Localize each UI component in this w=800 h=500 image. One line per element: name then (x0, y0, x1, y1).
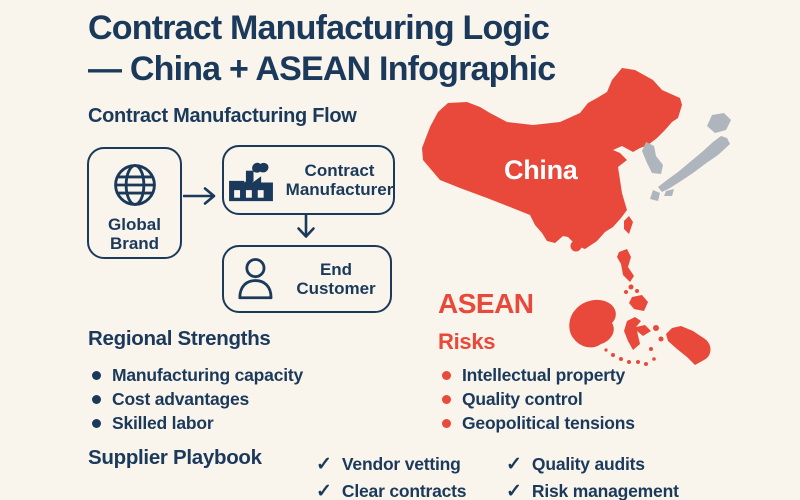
playbook-item: ✓ Quality audits (506, 453, 645, 475)
maluku-island (653, 325, 659, 331)
sunda-island (619, 357, 623, 361)
bullet-dot (442, 418, 451, 428)
page-title: Contract Manufacturing Logic — China + A… (88, 8, 556, 90)
sunda-island (652, 357, 656, 361)
bullet-dot (92, 418, 101, 428)
korea-shape (642, 142, 663, 174)
bullet-dot (442, 394, 451, 404)
japan-kyushu-shape (650, 190, 660, 201)
bullet-dot (92, 394, 101, 404)
strength-item: Skilled labor (92, 411, 214, 435)
check-icon: ✓ (316, 453, 332, 475)
sunda-island (644, 362, 648, 366)
strength-item: Cost advantages (92, 387, 249, 411)
flow-section-heading: Contract Manufacturing Flow (88, 105, 357, 127)
bullet-dot (442, 370, 451, 380)
playbook-heading: Supplier Playbook (88, 446, 262, 469)
hainan-shape (570, 240, 582, 252)
flow-node-global-brand: Global Brand (87, 147, 182, 259)
sunda-island (636, 360, 640, 364)
philippines-island (624, 290, 628, 294)
philippines-mindanao-shape (629, 295, 648, 311)
sunda-island (611, 353, 615, 357)
japan-honshu-shape (658, 136, 730, 192)
globe-icon (113, 163, 156, 206)
factory-icon (228, 162, 273, 202)
japan-shikoku-shape (664, 189, 674, 196)
check-icon: ✓ (506, 453, 522, 475)
end-customer-label: End Customer (296, 260, 376, 298)
contract-manufacturer-label: Contract Manufacturer (285, 161, 394, 199)
sulawesi-shape (624, 317, 651, 350)
asean-map-label: ASEAN (438, 288, 534, 319)
global-brand-label: Global Brand (108, 214, 161, 253)
sunda-island (627, 360, 631, 364)
taiwan-shape (624, 216, 633, 234)
check-icon: ✓ (316, 480, 332, 500)
risk-item: Geopolitical tensions (442, 411, 635, 435)
playbook-item: ✓ Clear contracts (316, 479, 467, 500)
philippines-island (628, 284, 634, 290)
arrow-right-icon (183, 187, 216, 205)
arrow-down-icon (297, 214, 315, 238)
maluku-island (649, 347, 653, 351)
bullet-dot (92, 370, 101, 380)
risk-item: Quality control (442, 387, 583, 411)
strengths-heading: Regional Strengths (88, 327, 271, 350)
page-title-line1: Contract Manufacturing Logic (88, 9, 550, 47)
risk-item: Intellectual property (442, 363, 625, 387)
borneo-shape (569, 299, 616, 348)
sunda-island (604, 348, 608, 352)
china-map-label: China (504, 155, 578, 185)
risks-heading: Risks (438, 329, 496, 354)
philippines-island (635, 289, 639, 293)
strength-item: Manufacturing capacity (92, 363, 303, 387)
playbook-item: ✓ Risk management (506, 479, 679, 500)
check-icon: ✓ (506, 480, 522, 500)
japan-hokkaido-shape (707, 113, 731, 133)
new-guinea-shape (666, 326, 711, 365)
maluku-island (658, 336, 664, 342)
flow-node-end-customer: End Customer (222, 245, 392, 313)
person-icon (238, 258, 273, 300)
page-title-line2: — China + ASEAN Infographic (88, 50, 556, 88)
playbook-item: ✓ Vendor vetting (316, 453, 461, 475)
philippines-luzon-shape (617, 249, 634, 282)
flow-node-contract-manufacturer: Contract Manufacturer (222, 145, 395, 215)
